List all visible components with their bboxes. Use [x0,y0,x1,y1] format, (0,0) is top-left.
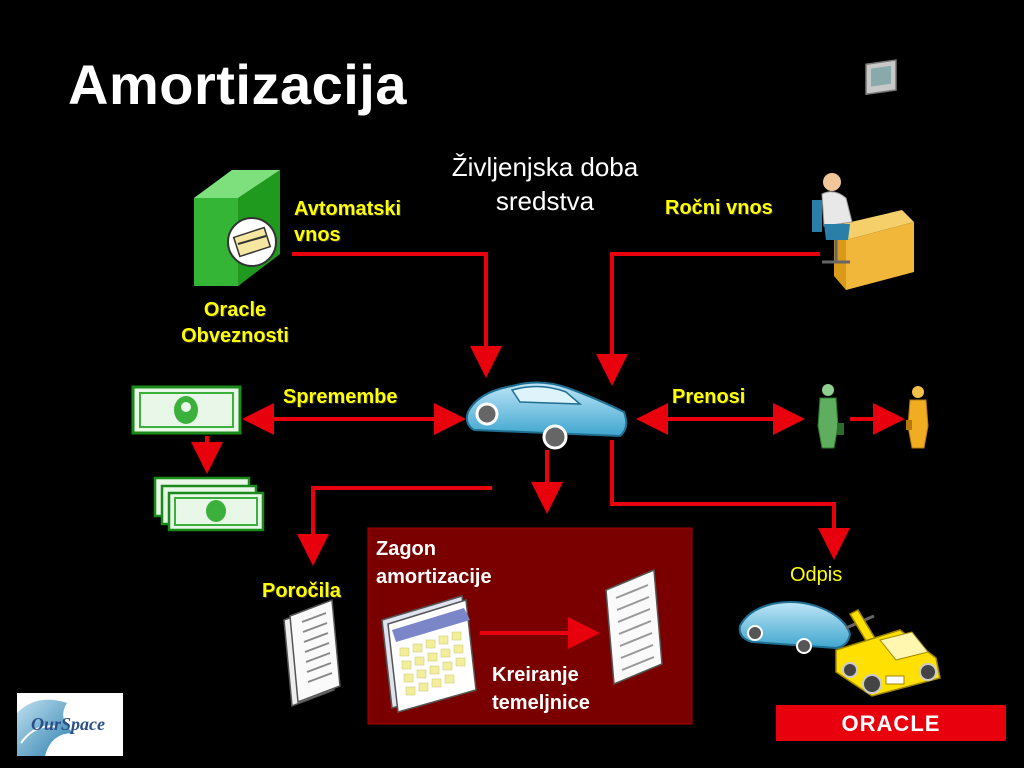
ap-module-icon [194,170,280,286]
label-kreiranje-temeljnice: Kreiranje temeljnice [492,661,590,717]
ourspace-logo-graphic [17,699,73,756]
label-zagon-line1: Zagon [376,538,436,560]
tow-truck-icon [738,601,941,697]
label-zagon-amortizacije: Zagon amortizacije [376,535,492,591]
slide-title: Amortizacija [68,53,407,116]
label-avtomatski-line2: vnos [294,224,341,246]
label-avtomatski-vnos: Avtomatski vnos [294,196,401,248]
label-odpis: Odpis [790,564,843,586]
label-zagon-line2: amortizacije [376,566,492,588]
subtitle-line2: sredstva [495,186,595,216]
subtitle-line1: Življenjska doba [451,152,639,182]
money-stack-icon [153,476,265,532]
ourspace-logo: OurSpace [17,693,123,756]
person-icon [817,384,844,449]
arrow-manual-to-car [596,252,820,386]
label-kreiranje-line1: Kreiranje [492,664,579,686]
label-rocni-vnos: Ročni vnos [665,197,773,219]
computer-user-icon [812,59,914,290]
car-icon [465,381,628,450]
journal-icon [605,568,663,686]
label-prenosi: Prenosi [672,386,746,408]
arrow-car-to-odpis [610,440,850,560]
label-oracle-line2: Obveznosti [181,325,289,347]
label-spremembe: Spremembe [283,386,398,408]
label-porocila: Poročila [262,580,341,602]
label-oracle-line1: Oracle [203,299,267,321]
oracle-logo: ORACLE [776,705,1006,741]
money-icon [131,385,242,435]
ourspace-logo-text: OurSpace [31,714,106,734]
diagram-subtitle: Življenjska doba sredstva [400,150,690,218]
arrow-auto-to-car [292,252,502,378]
label-avtomatski-line1: Avtomatski [294,198,402,220]
person-icon [906,386,929,449]
arrow-to-porocila [297,486,492,566]
calendar-icon [381,595,477,713]
label-kreiranje-line2: temeljnice [492,692,590,714]
report-icon [283,598,341,708]
label-oracle-obveznosti: Oracle Obveznosti [150,297,320,349]
flow-arrows [191,252,905,649]
oracle-logo-text: ORACLE [841,711,941,736]
